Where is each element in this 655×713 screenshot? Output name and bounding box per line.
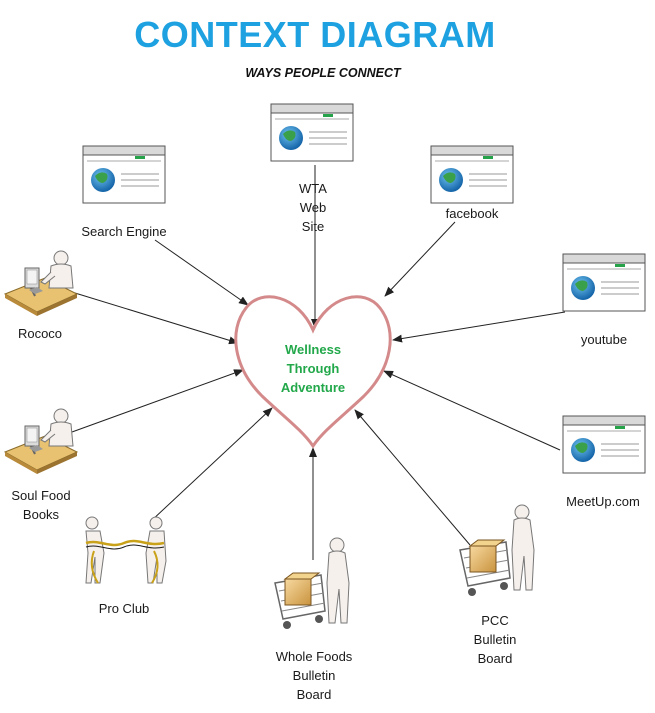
node-label-search-engine: Search Engine (81, 224, 166, 239)
center-label-line-1: Wellness (285, 342, 341, 357)
node-label-whole-foods-1: Whole Foods (276, 649, 353, 664)
shopping-cart-person-icon (459, 504, 535, 596)
node-label-soul-food-books-2: Books (23, 507, 60, 522)
node-facebook: facebook (430, 145, 514, 221)
node-search-engine: Search Engine (81, 145, 167, 239)
center-label-line-3: Adventure (281, 380, 345, 395)
arrow-youtube (392, 311, 566, 343)
node-youtube: youtube (562, 253, 646, 347)
node-label-meetup: MeetUp.com (566, 494, 640, 509)
node-label-whole-foods-2: Bulletin (293, 668, 336, 683)
person-at-desk-icon (3, 250, 79, 316)
node-pcc: PCC Bulletin Board (459, 504, 535, 666)
node-soul-food-books: Soul Food Books (3, 408, 79, 522)
person-at-desk-icon (3, 408, 79, 474)
node-wta: WTA Web Site (270, 103, 354, 234)
node-label-wta-3: Site (302, 219, 324, 234)
tug-of-war-icon (85, 516, 167, 584)
center-heart: Wellness Through Adventure (234, 295, 392, 449)
web-page-icon (562, 415, 646, 474)
node-label-pcc-2: Bulletin (474, 632, 517, 647)
arrow-rococo (74, 292, 239, 345)
node-label-whole-foods-3: Board (297, 687, 332, 702)
node-label-pcc-3: Board (478, 651, 513, 666)
web-page-icon (430, 145, 514, 204)
node-label-wta-1: WTA (299, 181, 327, 196)
node-label-soul-food-books-1: Soul Food (11, 488, 70, 503)
node-pro-club: Pro Club (85, 516, 167, 616)
arrow-pcc (354, 409, 471, 546)
arrow-meetup (383, 370, 561, 451)
node-label-youtube: youtube (581, 332, 627, 347)
diagram-title: CONTEXT DIAGRAM (134, 14, 496, 55)
arrow-facebook (384, 221, 456, 297)
web-page-icon (562, 253, 646, 312)
node-label-pcc-1: PCC (481, 613, 508, 628)
arrow-pro-club (149, 407, 273, 523)
center-label-line-2: Through (287, 361, 340, 376)
node-label-wta-2: Web (300, 200, 327, 215)
connector-arrows (71, 165, 566, 560)
node-meetup: MeetUp.com (562, 415, 646, 509)
node-label-facebook: facebook (446, 206, 499, 221)
web-page-icon (82, 145, 166, 204)
node-whole-foods: Whole Foods Bulletin Board (274, 537, 353, 702)
node-rococo: Rococo (3, 250, 79, 341)
heart-icon (234, 295, 392, 449)
arrow-search-engine (154, 239, 249, 306)
diagram-subtitle: WAYS PEOPLE CONNECT (245, 66, 401, 80)
shopping-cart-person-icon (274, 537, 350, 629)
web-page-icon (270, 103, 354, 162)
node-label-pro-club: Pro Club (99, 601, 150, 616)
node-label-rococo: Rococo (18, 326, 62, 341)
arrow-soul-food-books (71, 369, 244, 433)
